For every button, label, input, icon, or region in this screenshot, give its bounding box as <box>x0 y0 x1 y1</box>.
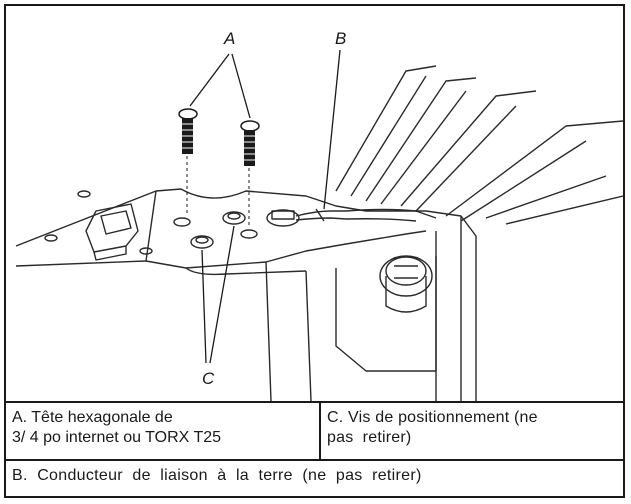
legend-item-a: A. Tête hexagonale de 3/ 4 po internet o… <box>6 403 321 459</box>
legend-item-c: C. Vis de positionnement (ne pas retirer… <box>321 403 623 459</box>
cabinet-rails <box>335 65 623 225</box>
diagram-frame: A B C A. Tête hexagonale de 3/ 4 po inte… <box>4 4 625 498</box>
mounting-plate <box>15 188 477 401</box>
legend-table: A. Tête hexagonale de 3/ 4 po internet o… <box>6 401 623 496</box>
leader-c-left <box>201 249 207 364</box>
legend-a-line-2: 3/ 4 po internet ou TORX T25 <box>12 429 222 446</box>
legend-row-1: A. Tête hexagonale de 3/ 4 po internet o… <box>6 401 623 461</box>
leader-a-left <box>189 53 230 107</box>
callout-c: C <box>202 369 215 388</box>
leader-a-right <box>231 53 251 119</box>
positioning-screw <box>379 255 433 313</box>
legend-c-line-2: pas retirer) <box>327 429 412 446</box>
callout-b: B <box>335 29 346 48</box>
hex-screw-left <box>178 108 198 214</box>
callout-a: A <box>223 29 235 48</box>
legend-c-line-1: C. Vis de positionnement (ne <box>327 409 538 426</box>
ground-conductor <box>266 208 437 227</box>
installation-illustration: A B C <box>15 29 623 401</box>
leader-c-right <box>209 225 235 364</box>
leader-b <box>323 49 341 210</box>
legend-a-line-1: A. Tête hexagonale de <box>12 409 173 426</box>
hex-screw-right <box>240 120 260 228</box>
legend-item-b: B. Conducteur de liaison à la terre (ne … <box>12 467 422 484</box>
square-clip <box>85 203 139 261</box>
